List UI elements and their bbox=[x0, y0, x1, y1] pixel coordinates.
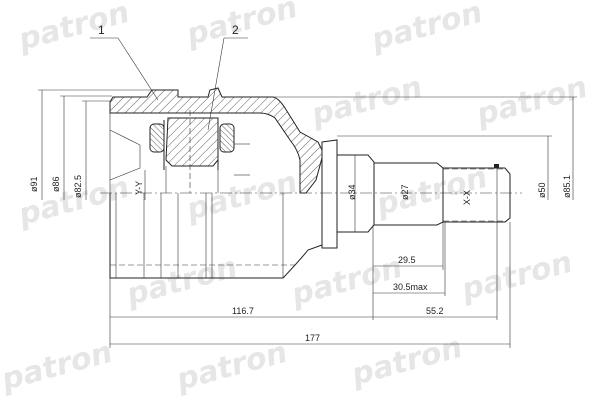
axis-yy-label: Y-Y bbox=[134, 181, 144, 195]
dim-text: ø91 bbox=[29, 176, 39, 192]
watermark: patron bbox=[122, 250, 241, 313]
dim-d86: ø86 bbox=[51, 95, 112, 200]
dim-text: 55.2 bbox=[426, 306, 444, 316]
watermark: patron bbox=[307, 70, 426, 133]
housing-section bbox=[109, 87, 323, 194]
axis-xx-label: X-X bbox=[462, 190, 472, 205]
dim-text: ø86 bbox=[51, 176, 61, 192]
dim-text: ø85.1 bbox=[562, 175, 572, 198]
dim-text: 30.5max bbox=[393, 282, 428, 292]
callout-2: 2 bbox=[207, 23, 248, 131]
dim-55-2: 55.2 bbox=[373, 306, 497, 318]
dim-29-5: 29.5 bbox=[373, 255, 443, 267]
watermark: patron bbox=[14, 0, 133, 58]
dim-d91: ø91 bbox=[29, 89, 152, 200]
watermark: patron bbox=[182, 0, 301, 53]
dim-text: 29.5 bbox=[398, 255, 416, 265]
dim-d27: ø27 bbox=[400, 184, 410, 200]
dim-d34: ø34 bbox=[347, 184, 357, 200]
callout-label: 1 bbox=[98, 23, 105, 37]
watermark: patron bbox=[287, 250, 406, 313]
dim-116-7: 116.7 bbox=[110, 306, 373, 318]
callout-1: 1 bbox=[90, 23, 159, 101]
watermark: patron bbox=[367, 0, 486, 58]
dim-text: ø82.5 bbox=[73, 175, 83, 198]
flange bbox=[321, 139, 338, 249]
dim-d82-5: ø82.5 bbox=[73, 100, 110, 200]
dim-text: 116.7 bbox=[232, 306, 254, 316]
dim-30-5max: 30.5max bbox=[373, 282, 445, 294]
roller-left bbox=[149, 123, 165, 153]
watermark: patron bbox=[0, 335, 116, 398]
roller-right bbox=[219, 123, 235, 153]
watermark: patron bbox=[347, 330, 466, 393]
dim-text: ø50 bbox=[537, 182, 547, 198]
inner-race-section bbox=[165, 117, 219, 167]
dim-d85-1: ø85.1 bbox=[272, 96, 577, 200]
shaft-d27 bbox=[374, 162, 444, 226]
watermark: patron bbox=[457, 245, 576, 308]
callout-label: 2 bbox=[232, 23, 239, 37]
dim-text: 177 bbox=[305, 333, 320, 343]
shaft-d34 bbox=[337, 154, 375, 233]
dim-177: 177 bbox=[110, 333, 510, 345]
dim-d50: ø50 bbox=[337, 135, 552, 200]
